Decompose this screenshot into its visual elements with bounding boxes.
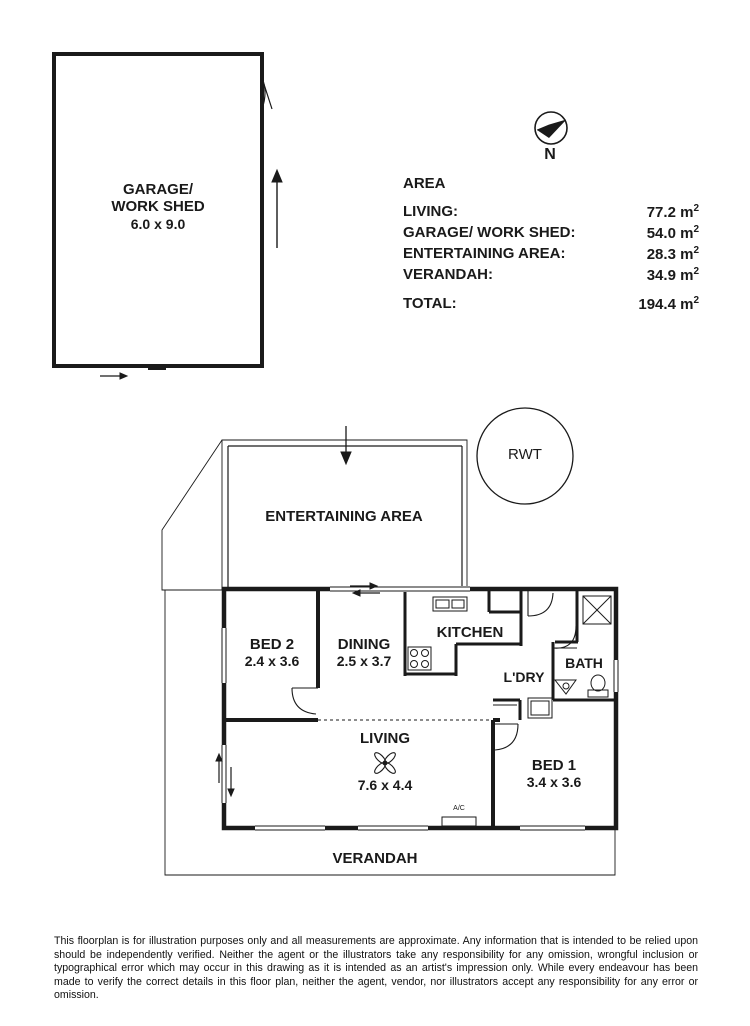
door-swings	[291, 591, 577, 751]
laundry-tub-icon	[527, 697, 553, 719]
rwt-label: RWT	[508, 446, 542, 463]
ceiling-fan-icon	[374, 752, 396, 774]
garage-roller-arrow-icon	[271, 168, 283, 248]
entrance-arrow-icon	[340, 426, 352, 466]
cooktop-icon	[407, 646, 432, 671]
kitchen-label: KITCHEN	[436, 624, 504, 641]
living-label: LIVING	[359, 730, 410, 747]
windows	[221, 586, 619, 831]
garage-outline	[52, 52, 264, 368]
garage-side-door	[261, 77, 273, 110]
kitchen-sink-icon	[432, 596, 468, 612]
ac-unit	[441, 816, 477, 827]
verandah-label: VERANDAH	[332, 850, 418, 867]
garage-label: GARAGE/ WORK SHED 6.0 x 9.0	[111, 181, 205, 232]
entertaining-area-outline	[221, 439, 468, 590]
bed2-label: BED 2 2.4 x 3.6	[244, 636, 300, 670]
ac-label: A/C	[453, 805, 465, 812]
verandah-outline	[161, 439, 616, 876]
garage-sliding-door	[100, 368, 166, 380]
laundry-label: L'DRY	[503, 669, 545, 685]
rainwater-tank	[476, 407, 574, 505]
toilet-icon	[587, 674, 609, 698]
north-arrow-icon	[534, 111, 568, 145]
dining-label: DINING 2.5 x 3.7	[336, 636, 392, 670]
bed1-label: BED 1 3.4 x 3.6	[526, 757, 582, 791]
living-dims: 7.6 x 4.4	[357, 777, 413, 793]
entertaining-area-label: ENTERTAINING AREA	[265, 508, 423, 525]
north-label: N	[544, 146, 556, 163]
bath-label: BATH	[565, 655, 603, 671]
basin-icon	[553, 679, 577, 695]
dining-sliding-door	[350, 582, 380, 597]
living-sliding-door	[215, 752, 235, 798]
area-table-title: AREA	[403, 175, 446, 192]
shower-icon	[582, 595, 612, 625]
disclaimer-text: This floorplan is for illustration purpo…	[54, 935, 698, 1001]
